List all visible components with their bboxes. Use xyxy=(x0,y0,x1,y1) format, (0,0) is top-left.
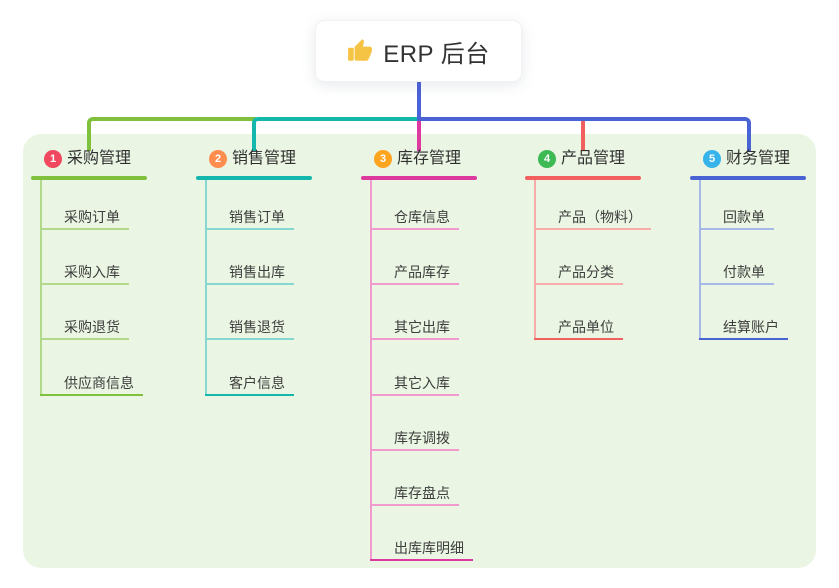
branch-2-underline xyxy=(196,176,312,180)
branch-3-item[interactable]: 其它出库 xyxy=(370,317,459,340)
branch-4-underline xyxy=(525,176,641,180)
branch-1-badge: 1 xyxy=(44,150,62,168)
branches-panel xyxy=(23,134,816,568)
branch-4-item[interactable]: 产品分类 xyxy=(534,262,623,285)
branch-4-item[interactable]: 产品单位 xyxy=(534,317,623,340)
branch-5-item[interactable]: 付款单 xyxy=(699,262,774,285)
branch-3-title[interactable]: 库存管理 xyxy=(397,150,462,167)
branch-4-badge: 4 xyxy=(538,150,556,168)
branch-3-item[interactable]: 其它入库 xyxy=(370,373,459,396)
branch-1-title[interactable]: 采购管理 xyxy=(67,150,132,167)
branch-2-item[interactable]: 销售订单 xyxy=(205,207,294,230)
branch-4-item[interactable]: 产品（物料） xyxy=(534,207,651,230)
connector-elbow-branch-1 xyxy=(87,117,256,151)
branch-1-item[interactable]: 采购订单 xyxy=(40,207,129,230)
branch-2-title[interactable]: 销售管理 xyxy=(232,150,297,167)
branch-5-title[interactable]: 财务管理 xyxy=(726,150,791,167)
branch-3-children-connector xyxy=(370,180,372,561)
connector-drop-branch-4 xyxy=(581,121,585,151)
branch-2-item[interactable]: 销售出库 xyxy=(205,262,294,285)
branch-4-children-connector xyxy=(534,180,536,340)
branch-3-item[interactable]: 库存调拨 xyxy=(370,428,459,451)
connector-elbow-branch-5 xyxy=(417,117,751,151)
branch-1-children-connector xyxy=(40,180,42,396)
branch-4-title[interactable]: 产品管理 xyxy=(561,150,626,167)
branch-3-item[interactable]: 库存盘点 xyxy=(370,483,459,506)
branch-3-badge: 3 xyxy=(374,150,392,168)
branch-3-underline xyxy=(361,176,477,180)
branch-3-item[interactable]: 出库库明细 xyxy=(370,538,473,561)
branch-5-item[interactable]: 结算账户 xyxy=(699,317,788,340)
connector-elbow-branch-2 xyxy=(252,117,421,151)
branch-3-item[interactable]: 仓库信息 xyxy=(370,207,459,230)
thumbs-up-icon xyxy=(348,39,373,61)
branch-2-item[interactable]: 销售退货 xyxy=(205,317,294,340)
branch-5-badge: 5 xyxy=(703,150,721,168)
branch-5-children-connector xyxy=(699,180,701,340)
branch-2-badge: 2 xyxy=(209,150,227,168)
root-title: ERP 后台 xyxy=(383,40,490,68)
branch-2-item[interactable]: 客户信息 xyxy=(205,373,294,396)
root-node[interactable]: ERP 后台 xyxy=(315,20,522,82)
branch-3-item[interactable]: 产品库存 xyxy=(370,262,459,285)
branch-2-children-connector xyxy=(205,180,207,396)
root-connector-stem xyxy=(417,82,421,121)
branch-1-item[interactable]: 采购入库 xyxy=(40,262,129,285)
branch-1-item[interactable]: 采购退货 xyxy=(40,317,129,340)
branch-5-underline xyxy=(690,176,806,180)
connector-drop-branch-3 xyxy=(417,121,421,151)
branch-1-underline xyxy=(31,176,147,180)
branch-1-item[interactable]: 供应商信息 xyxy=(40,373,143,396)
branch-5-item[interactable]: 回款单 xyxy=(699,207,774,230)
